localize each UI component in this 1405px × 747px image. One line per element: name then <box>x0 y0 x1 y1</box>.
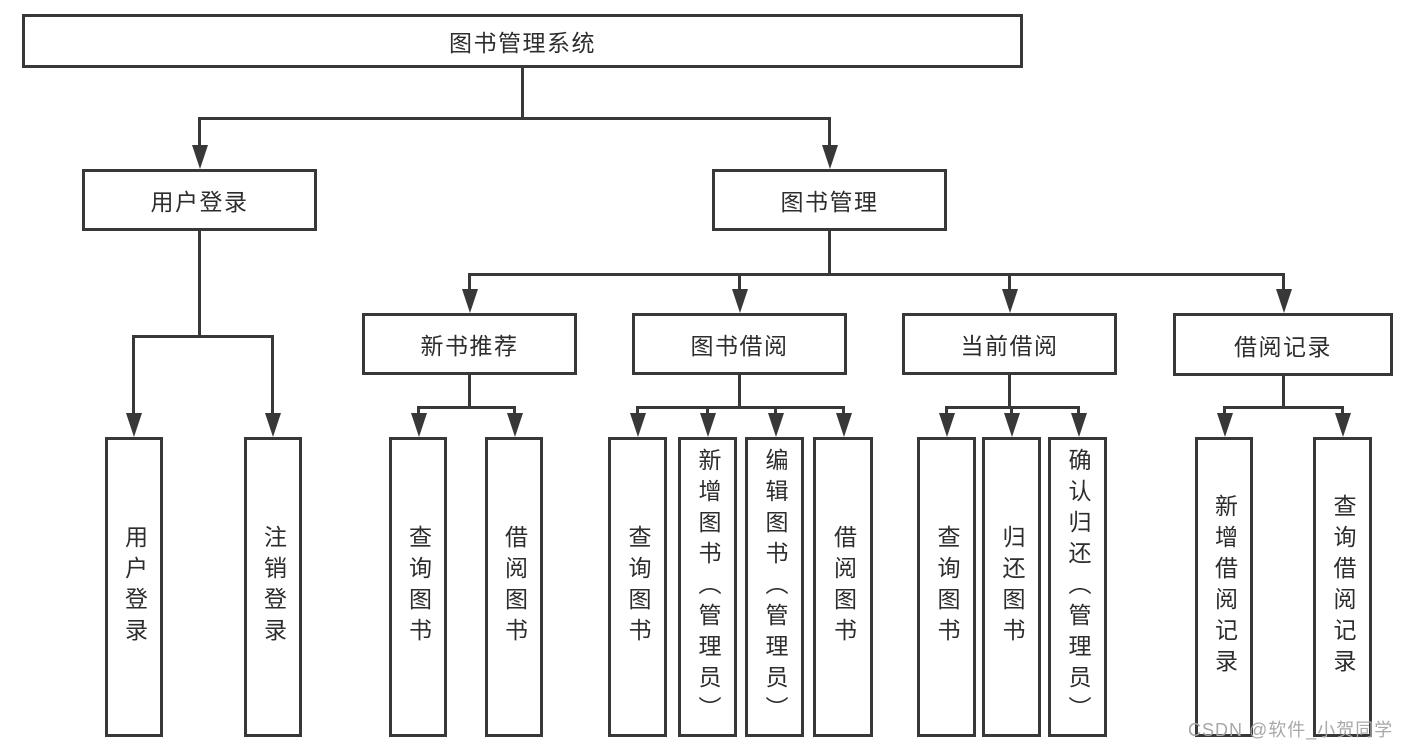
connector-vline <box>521 68 524 120</box>
leaf-label: 编辑图书（管理员） <box>762 447 788 727</box>
node-current-borrow: 当前借阅 <box>902 313 1117 375</box>
leaf-label: 查询图书 <box>405 525 432 649</box>
leaf-label: 查询图书 <box>625 525 651 649</box>
arrow-stem <box>1341 406 1344 415</box>
node-label: 用户登录 <box>150 189 249 215</box>
leaf-label: 查询图书 <box>934 525 960 649</box>
arrow-stem <box>828 117 831 146</box>
arrow-stem <box>417 406 420 415</box>
connector-hbar <box>417 406 516 409</box>
node-book-management-branch: 图书管理 <box>712 169 947 231</box>
leaf-edit-books-admin: 编辑图书（管理员） <box>745 437 804 737</box>
arrow-stem <box>706 406 709 415</box>
connector-vline <box>1282 376 1285 408</box>
node-label: 图书借阅 <box>690 333 789 359</box>
leaf-label: 借阅图书 <box>830 525 857 649</box>
node-root-system: 图书管理系统 <box>22 14 1023 68</box>
connector-hbar <box>636 406 845 409</box>
leaf-label: 借阅图书 <box>501 525 528 649</box>
arrow-stem <box>774 406 777 415</box>
arrow-stem <box>132 335 135 415</box>
node-book-borrow: 图书借阅 <box>632 313 847 375</box>
leaf-query-books-borrow: 查询图书 <box>608 437 667 737</box>
arrow-stem <box>1282 273 1285 290</box>
node-new-book-recommend: 新书推荐 <box>362 313 577 375</box>
leaf-query-books-recommend: 查询图书 <box>389 437 447 737</box>
arrowhead-down-icon <box>265 413 281 437</box>
leaf-label: 查询借阅记录 <box>1330 494 1356 680</box>
arrowhead-down-icon <box>507 413 523 437</box>
connector-vline <box>198 231 201 337</box>
leaf-borrow-books-recommend: 借阅图书 <box>485 437 543 737</box>
arrow-stem <box>945 406 948 415</box>
arrowhead-down-icon <box>822 145 838 169</box>
connector-vline <box>828 231 831 275</box>
arrowhead-down-icon <box>192 145 208 169</box>
leaf-query-books-current: 查询图书 <box>917 437 976 737</box>
node-borrow-records: 借阅记录 <box>1173 313 1393 376</box>
arrowhead-down-icon <box>1002 289 1018 313</box>
arrow-stem <box>513 406 516 415</box>
arrowhead-down-icon <box>630 413 646 437</box>
arrowhead-down-icon <box>1335 413 1351 437</box>
leaf-logout: 注销登录 <box>244 437 302 737</box>
arrowhead-down-icon <box>836 413 852 437</box>
node-label: 借阅记录 <box>1234 333 1332 360</box>
arrowhead-down-icon <box>411 413 427 437</box>
leaf-user-login: 用户登录 <box>105 437 163 737</box>
leaf-label: 新增借阅记录 <box>1211 494 1238 680</box>
leaf-return-books: 归还图书 <box>982 437 1041 737</box>
leaf-label: 确认归还（管理员） <box>1065 447 1091 727</box>
connector-hbar <box>468 273 1285 276</box>
arrow-stem <box>842 406 845 415</box>
arrowhead-down-icon <box>1004 413 1020 437</box>
leaf-label: 注销登录 <box>260 525 287 649</box>
arrowhead-down-icon <box>732 289 748 313</box>
node-label: 当前借阅 <box>960 333 1059 359</box>
leaf-label: 归还图书 <box>999 525 1025 649</box>
arrowhead-down-icon <box>1276 289 1292 313</box>
connector-hbar <box>198 117 831 120</box>
arrowhead-down-icon <box>1217 413 1233 437</box>
leaf-confirm-return-admin: 确认归还（管理员） <box>1048 437 1107 737</box>
arrow-stem <box>468 273 471 290</box>
arrowhead-down-icon <box>462 289 478 313</box>
arrow-stem <box>636 406 639 415</box>
leaf-add-borrow-record: 新增借阅记录 <box>1195 437 1253 737</box>
arrowhead-down-icon <box>126 413 142 437</box>
connector-hbar <box>132 335 274 338</box>
arrowhead-down-icon <box>700 413 716 437</box>
arrow-stem <box>738 273 741 290</box>
connector-vline <box>738 374 741 408</box>
leaf-label: 用户登录 <box>121 525 148 649</box>
arrow-stem <box>1223 406 1226 415</box>
arrow-stem <box>1010 406 1013 415</box>
arrow-stem <box>198 117 201 146</box>
csdn-watermark: CSDN @软件_小贺同学 <box>1188 720 1394 740</box>
leaf-query-borrow-record: 查询借阅记录 <box>1313 437 1372 737</box>
arrow-stem <box>1077 406 1080 415</box>
node-label: 图书管理系统 <box>449 30 596 56</box>
leaf-borrow-books: 借阅图书 <box>813 437 873 737</box>
arrowhead-down-icon <box>939 413 955 437</box>
connector-vline <box>468 374 471 408</box>
leaf-add-books-admin: 新增图书（管理员） <box>678 437 737 737</box>
arrowhead-down-icon <box>768 413 784 437</box>
node-label: 新书推荐 <box>420 333 519 359</box>
arrow-stem <box>1008 273 1011 290</box>
arrow-stem <box>271 335 274 415</box>
connector-vline <box>1008 374 1011 408</box>
node-label: 图书管理 <box>780 189 879 215</box>
connector-hbar <box>1223 406 1344 409</box>
node-user-login-branch: 用户登录 <box>82 169 317 231</box>
leaf-label: 新增图书（管理员） <box>695 447 721 727</box>
arrowhead-down-icon <box>1071 413 1087 437</box>
